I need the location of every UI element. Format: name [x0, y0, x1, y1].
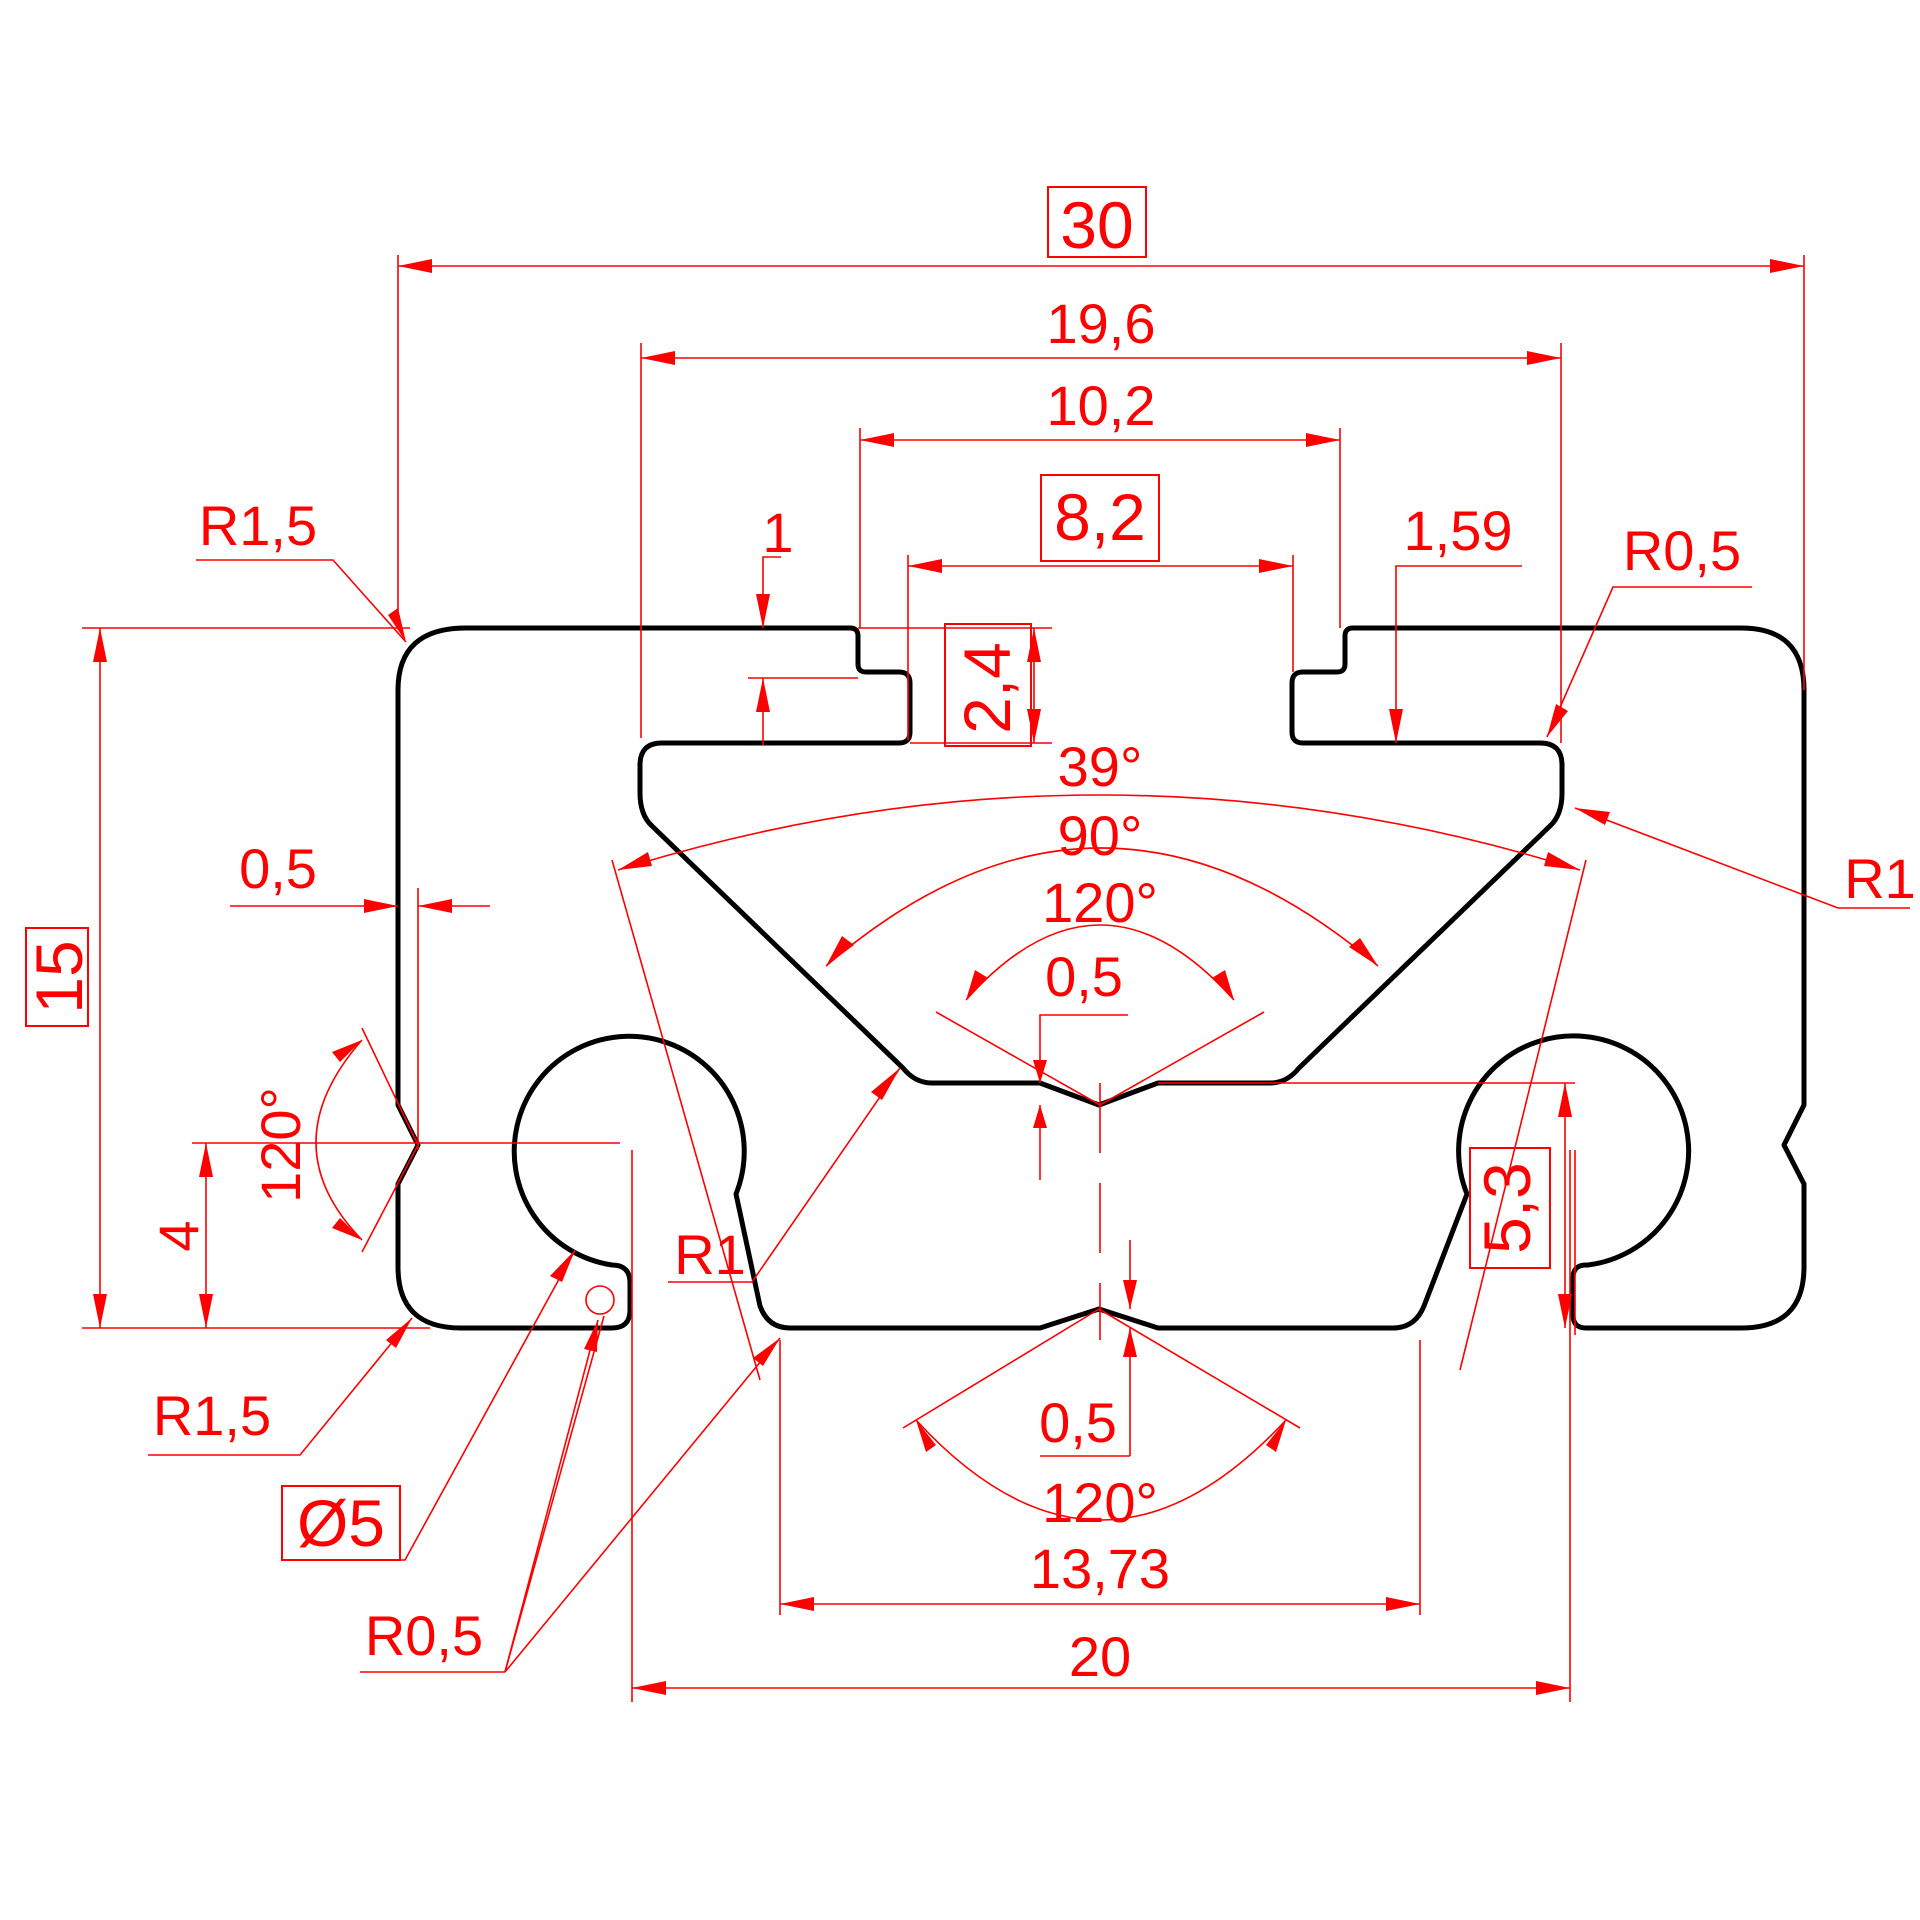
label-radius-center: R1: [674, 1223, 746, 1286]
dim-radius-bottom-left: R1,5: [148, 1317, 413, 1456]
label-radius-top-right: R0,5: [1623, 519, 1741, 582]
dim-radius-center: R1: [668, 1067, 901, 1286]
label-radius-top-left: R1,5: [199, 494, 317, 557]
dim-slot-depth: 2,4: [858, 623, 1052, 747]
dim-height-4: 4: [147, 1142, 620, 1328]
label-overall-width: 30: [1060, 188, 1133, 262]
dim-radius-top-right: R0,5: [1546, 519, 1752, 738]
label-height-5-3: 5,3: [1470, 1162, 1544, 1254]
label-slot-depth: 2,4: [950, 642, 1024, 734]
label-width-13-73: 13,73: [1030, 1537, 1170, 1600]
dim-angle-90: 90°: [825, 804, 1379, 967]
dim-angle-39: 39°: [611, 735, 1587, 1381]
label-hole-diameter: Ø5: [297, 1486, 385, 1560]
dim-offset-top: 0,5: [1033, 945, 1575, 1340]
label-slot-width: 8,2: [1054, 480, 1146, 554]
dim-slot-width: 8,2: [907, 474, 1294, 740]
label-offset-top: 0,5: [1045, 945, 1123, 1008]
dim-overall-height: 15: [22, 627, 430, 1329]
dim-height-5-3: 5,3: [1469, 1083, 1576, 1335]
dim-hole-diameter: Ø5: [281, 1249, 576, 1561]
label-radius-bottom-left: R1,5: [153, 1384, 271, 1447]
dim-offset-left: 0,5: [230, 837, 490, 1150]
dim-offset-bottom: 0,5: [1039, 1240, 1137, 1457]
label-angle-39: 39°: [1058, 735, 1143, 798]
label-angle-120-bottom: 120°: [1042, 1471, 1158, 1534]
dim-angle-120-bottom: 120°: [902, 1308, 1301, 1534]
label-width-20: 20: [1069, 1625, 1131, 1688]
label-height-4: 4: [147, 1220, 210, 1251]
label-lip-1-59: 1,59: [1404, 499, 1513, 562]
label-radius-right: R1: [1844, 847, 1916, 910]
label-offset-bottom: 0,5: [1039, 1391, 1117, 1454]
label-overall-height: 15: [22, 940, 96, 1013]
label-angle-120-top: 120°: [1042, 871, 1158, 934]
dim-width-13-73: 13,73: [779, 1340, 1421, 1615]
profile-outline: [395, 625, 1807, 1331]
dim-lip-1-59: 1,59: [1389, 499, 1522, 743]
dim-radius-top-left: R1,5: [196, 494, 407, 643]
dim-width-10-2: 10,2: [859, 374, 1341, 628]
label-lip-1: 1: [762, 501, 793, 564]
label-width-10-2: 10,2: [1047, 374, 1156, 437]
dim-lip-1: 1: [748, 501, 858, 745]
label-offset-left: 0,5: [239, 837, 317, 900]
dim-angle-120-top: 120°: [935, 871, 1265, 1106]
dim-width-20: 20: [631, 1150, 1571, 1702]
label-width-19-6: 19,6: [1047, 292, 1156, 355]
dim-radius-right: R1: [1574, 807, 1916, 910]
label-radius-bottom: R0,5: [365, 1604, 483, 1667]
dim-overall-width: 30: [397, 186, 1805, 690]
dim-angle-120-left: 120°: [249, 1027, 419, 1253]
label-angle-120-left: 120°: [249, 1087, 312, 1203]
label-angle-90: 90°: [1058, 804, 1143, 867]
dim-width-19-6: 19,6: [640, 292, 1562, 743]
dim-radius-bottom: R0,5: [360, 1285, 781, 1673]
